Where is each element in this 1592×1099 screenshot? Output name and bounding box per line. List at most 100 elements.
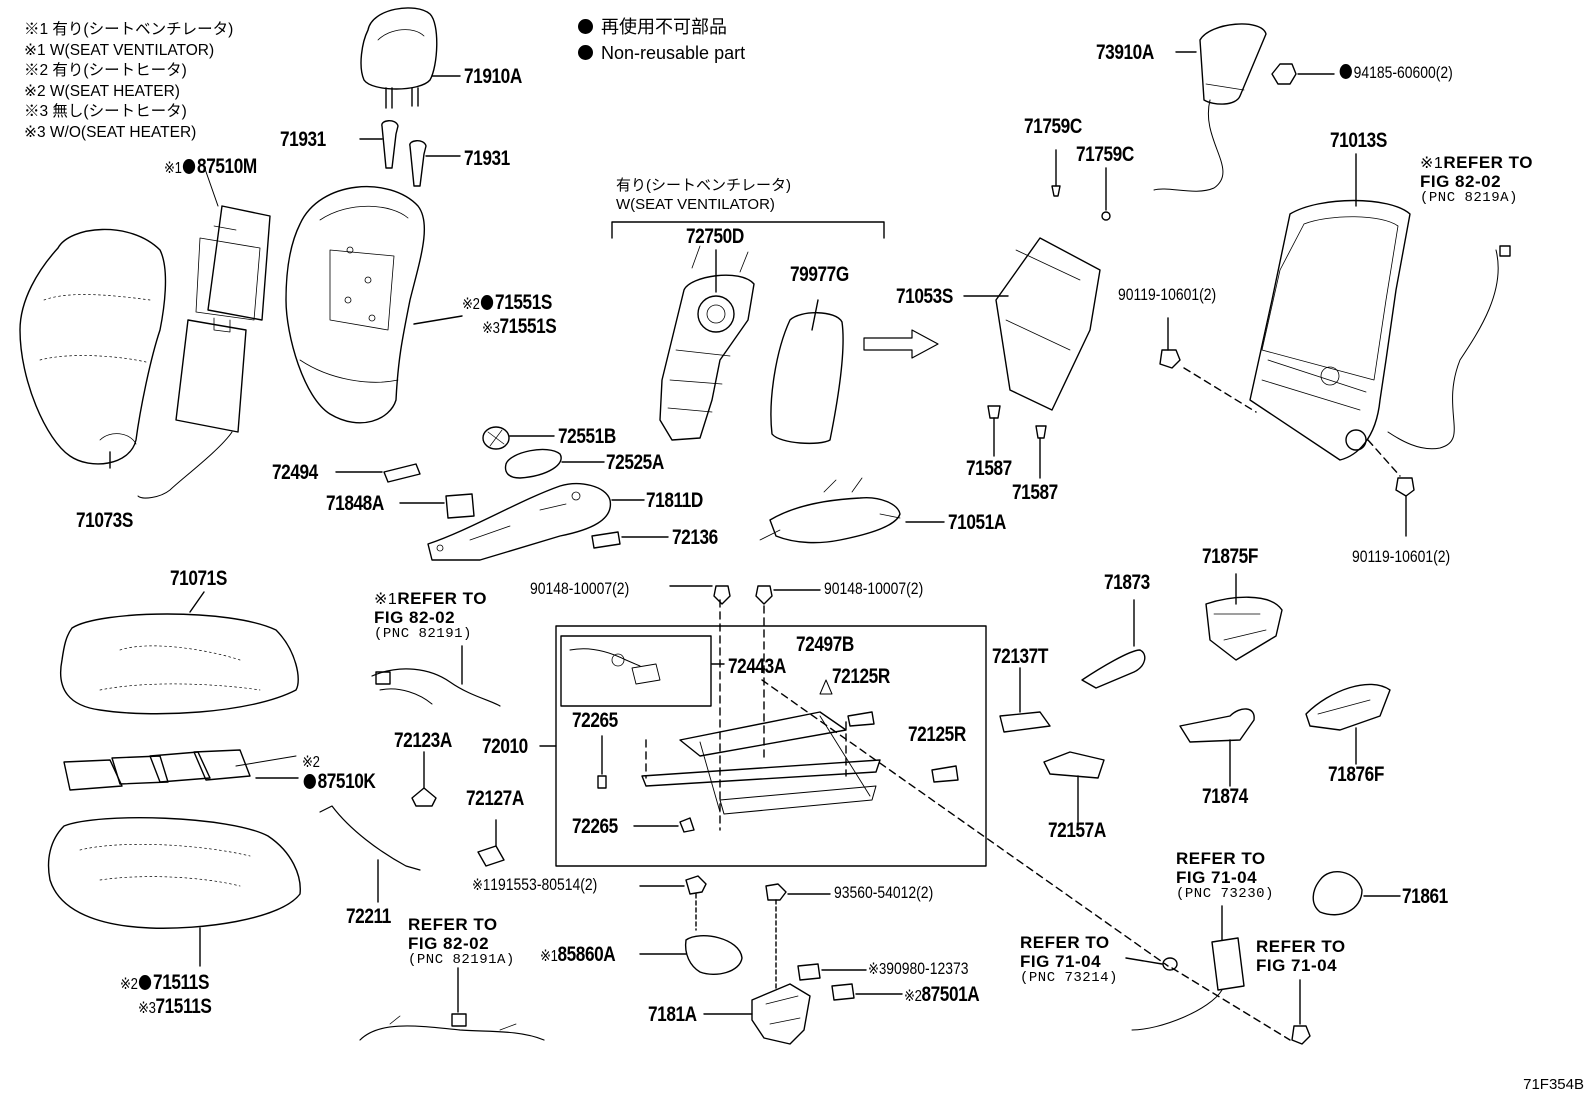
refer-text: REFER TO: [1256, 937, 1346, 956]
refer-fig-71-04-73230[interactable]: REFER TO FIG 71-04 (PNC 73230): [1176, 849, 1274, 903]
headrest-drawing: [360, 7, 461, 109]
part-label-87501A[interactable]: ※287501A: [904, 984, 980, 1005]
part-label-72136[interactable]: 72136: [672, 526, 718, 549]
part-label-71511S-no-heater[interactable]: ※371511S: [138, 996, 212, 1017]
non-reusable-jp: 再使用不可部品: [601, 17, 727, 37]
part-label-71848A[interactable]: 71848A: [326, 492, 384, 515]
legend-block: ※1 有り(シートベンチレータ) ※1 W(SEAT VENTILATOR) ※…: [24, 20, 233, 143]
part-label-7181A[interactable]: 7181A: [648, 1003, 697, 1026]
refer-fig: FIG 71-04: [1020, 951, 1102, 971]
knob-drawing: [335, 426, 669, 561]
part-label-71910A[interactable]: 71910A: [464, 65, 522, 88]
part-label-71875F[interactable]: 71875F: [1202, 545, 1258, 568]
part-label-71861[interactable]: 71861: [1402, 885, 1448, 908]
part-label-90148-10007[interactable]: 90148-10007(2): [530, 579, 630, 598]
part-label-93560-54012[interactable]: 93560-54012(2): [834, 883, 934, 902]
part-label-90119-10601[interactable]: 90119-10601(2): [1118, 285, 1217, 304]
refer-text: REFER TO: [408, 915, 498, 934]
part-label-72010[interactable]: 72010: [482, 735, 528, 758]
part-label-71931[interactable]: 71931: [464, 147, 510, 170]
guide-drawing: [359, 120, 461, 187]
part-label-71759C[interactable]: 71759C: [1076, 143, 1134, 166]
part-number: 71551S: [499, 315, 557, 338]
part-number: 94185-60600(2): [1353, 63, 1453, 82]
legend-line: ※1 W(SEAT VENTILATOR): [24, 41, 215, 59]
part-label-72443A[interactable]: 72443A: [728, 655, 786, 678]
part-label-72497B[interactable]: 72497B: [796, 633, 854, 656]
symbol-1: ※1: [472, 877, 491, 894]
part-label-72551B[interactable]: 72551B: [558, 425, 616, 448]
part-number: 90980-12373: [886, 959, 969, 978]
part-label-71587[interactable]: 71587: [1012, 481, 1058, 504]
part-label-71013S[interactable]: 71013S: [1330, 129, 1387, 152]
part-label-72125R[interactable]: 72125R: [908, 723, 966, 746]
part-label-71876F[interactable]: 71876F: [1328, 763, 1384, 786]
refer-fig-71-04[interactable]: REFER TO FIG 71-04: [1256, 937, 1346, 975]
symbol-3: ※3: [868, 961, 887, 978]
part-label-72494[interactable]: 72494: [272, 461, 318, 484]
part-label-71051A[interactable]: 71051A: [948, 511, 1006, 534]
symbol-3: ※3: [482, 320, 500, 337]
seat-track-box-drawing: [539, 585, 1291, 1041]
part-label-71073S[interactable]: 71073S: [76, 509, 133, 532]
part-label-72211[interactable]: 72211: [346, 905, 391, 928]
part-label-72125R[interactable]: 72125R: [832, 665, 890, 688]
part-label-94185-60600[interactable]: 94185-60600(2): [1338, 64, 1453, 81]
refer-fig-82-02-82191[interactable]: ※1REFER TO FIG 82-02 (PNC 82191): [374, 589, 487, 643]
refer-pnc: (PNC 8219A): [1420, 190, 1518, 207]
legend-line: ※3 W/O(SEAT HEATER): [24, 123, 197, 141]
refer-fig-82-02-8219A[interactable]: ※1REFER TO FIG 82-02 (PNC 8219A): [1420, 153, 1533, 207]
part-label-90148-10007[interactable]: 90148-10007(2): [824, 579, 924, 598]
refer-fig-82-02-82191A[interactable]: REFER TO FIG 82-02 (PNC 82191A): [408, 915, 515, 969]
refer-fig: FIG 82-02: [1420, 171, 1502, 191]
part-label-72265[interactable]: 72265: [572, 815, 618, 838]
symbol-3: ※3: [138, 1000, 156, 1017]
part-label-71071S[interactable]: 71071S: [170, 567, 227, 590]
part-label-71759C[interactable]: 71759C: [1024, 115, 1082, 138]
non-reusable-en: Non-reusable part: [601, 43, 746, 63]
seatback-pad-drawing: [285, 186, 463, 424]
part-label-71053S[interactable]: 71053S: [896, 285, 953, 308]
part-label-71811D[interactable]: 71811D: [646, 489, 703, 512]
cushion-pad-drawing: [47, 817, 301, 967]
part-label-72525A[interactable]: 72525A: [606, 451, 664, 474]
refer-fig: FIG 82-02: [408, 933, 490, 953]
part-label-72137T[interactable]: 72137T: [992, 645, 1048, 668]
part-label-72157A[interactable]: 72157A: [1048, 819, 1106, 842]
part-label-72127A[interactable]: 72127A: [466, 787, 524, 810]
harness-left-drawing: [319, 645, 545, 1041]
legend-line: ※3 無し(シートヒータ): [24, 103, 187, 120]
refer-text: REFER TO: [397, 589, 487, 608]
part-label-71931[interactable]: 71931: [280, 128, 326, 151]
part-number: 87510K: [317, 770, 376, 793]
part-label-72123A[interactable]: 72123A: [394, 729, 452, 752]
part-label-71551S-no-heater[interactable]: ※371551S: [482, 315, 557, 338]
part-label-73910A[interactable]: 73910A: [1096, 41, 1154, 64]
part-label-71873[interactable]: 71873: [1104, 571, 1150, 594]
part-label-90119-10601[interactable]: 90119-10601(2): [1352, 547, 1451, 566]
non-reusable-dot-icon: [183, 159, 196, 174]
seatback-frame-drawing: [1159, 153, 1511, 537]
part-label-85860A[interactable]: ※185860A: [540, 944, 616, 965]
part-label-71587[interactable]: 71587: [966, 457, 1012, 480]
refer-fig-71-04-73214[interactable]: REFER TO FIG 71-04 (PNC 73214): [1020, 933, 1118, 987]
part-label-79977G[interactable]: 79977G: [790, 263, 849, 286]
refer-pnc: (PNC 73214): [1020, 970, 1118, 987]
refer-fig: FIG 71-04: [1176, 867, 1258, 887]
part-number: 71551S: [495, 291, 552, 314]
part-label-72750D[interactable]: 72750D: [686, 225, 744, 248]
part-label-71874[interactable]: 71874: [1202, 785, 1248, 808]
airbag-drawing: [1153, 23, 1335, 192]
part-label-191553-80514[interactable]: ※1191553-80514(2): [472, 876, 597, 894]
part-number: 71511S: [153, 971, 210, 994]
part-label-90980-12373[interactable]: ※390980-12373: [868, 960, 968, 978]
part-label-72265[interactable]: 72265: [572, 709, 618, 732]
symbol-1: ※1: [374, 591, 398, 608]
refer-text: REFER TO: [1176, 849, 1266, 868]
